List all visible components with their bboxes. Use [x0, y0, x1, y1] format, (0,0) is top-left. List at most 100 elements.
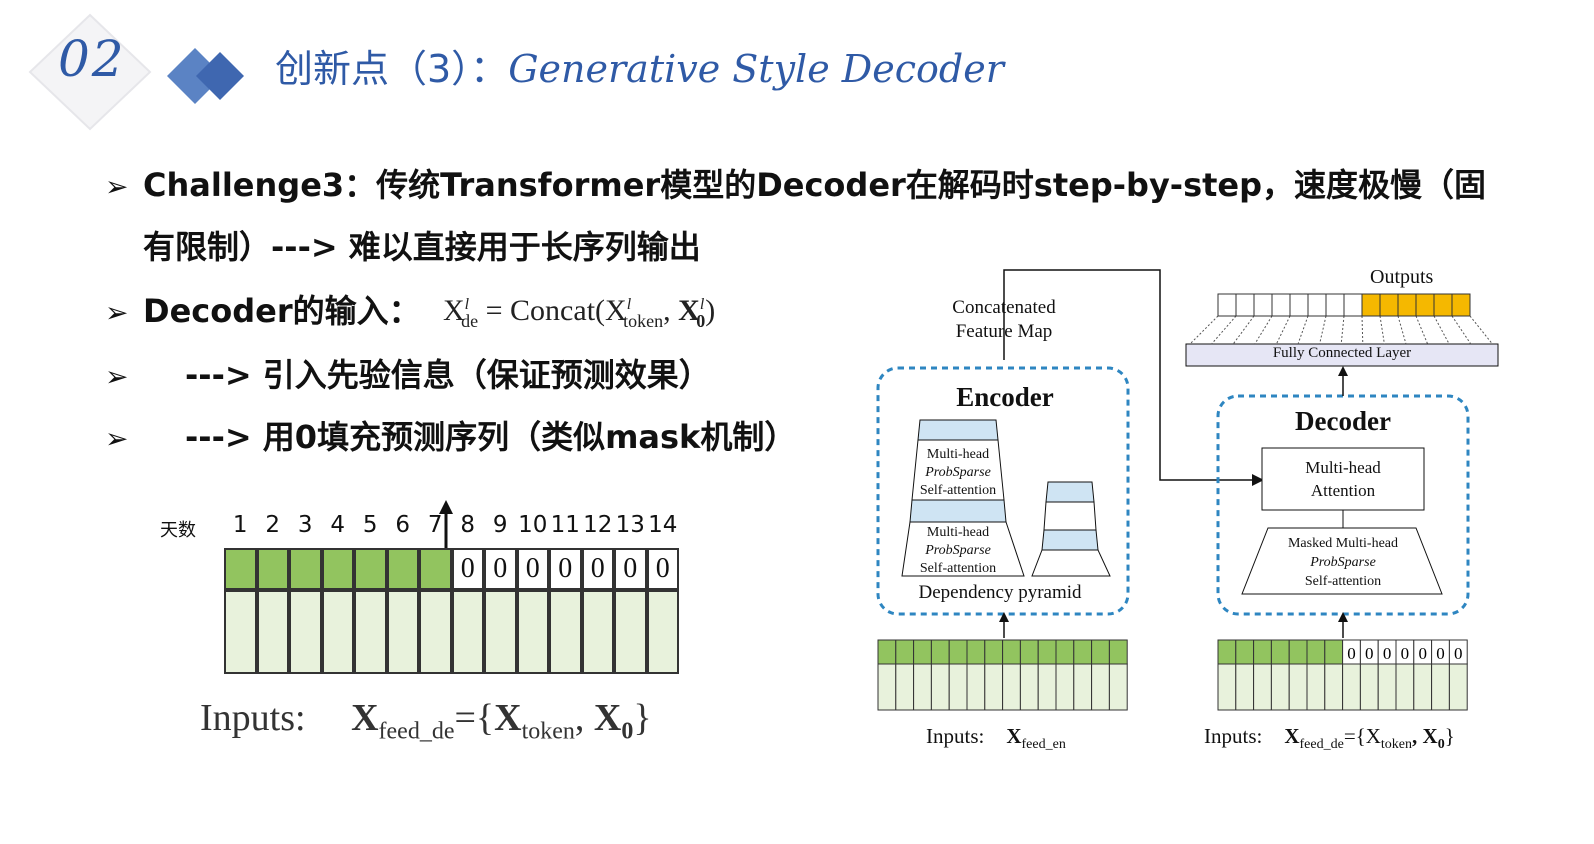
enc-input-top-cell: [877, 639, 897, 665]
section-number: 02: [58, 30, 126, 88]
day-label: 4: [330, 512, 346, 538]
bullet-challenge: ➢Challenge3：传统Transformer模型的Decoder在解码时s…: [105, 160, 1486, 206]
fc-connection-line: [1297, 315, 1309, 345]
dec-input-body-cell: [1235, 663, 1255, 711]
dec-input-top-cell: [1235, 639, 1255, 665]
dec-zero-value: 0: [1401, 644, 1410, 663]
enc-input-body-cell: [1073, 663, 1093, 711]
output-cell: [1433, 293, 1453, 317]
dec-input-top-cell: [1270, 639, 1290, 665]
enc-input-body-cell: [948, 663, 968, 711]
fc-connection-line: [1319, 315, 1327, 345]
fc-connection-line: [1469, 315, 1493, 345]
enc-input-body-cell: [1037, 663, 1057, 711]
arrow-bullet-icon: ➢: [105, 422, 129, 455]
dec-input-body-cell: [1342, 663, 1361, 711]
enc-input-body-cell: [1055, 663, 1075, 711]
bullet-decoder-input-text: Decoder的输入：: [143, 292, 421, 330]
zero-value: 0: [558, 553, 573, 584]
fc-layer-label: Fully Connected Layer: [1272, 345, 1412, 361]
timeline-top-cell: [354, 548, 387, 590]
dec-input-body-cell: [1306, 663, 1326, 711]
dec-zero-value: 0: [1436, 644, 1445, 663]
day-label: 14: [648, 512, 678, 538]
output-cell: [1253, 293, 1273, 317]
zero-value: 0: [590, 553, 605, 584]
feature-map-connector: [1003, 269, 1254, 481]
enc-input-body-cell: [1002, 663, 1021, 711]
fc-connection-line: [1254, 315, 1273, 345]
enc-input-top-cell: [895, 639, 915, 665]
enc-input-body-cell: [877, 663, 897, 711]
title-cn: 创新点（3）：: [275, 47, 509, 91]
day-label: 6: [395, 512, 411, 538]
fc-connection-line: [1451, 315, 1472, 345]
dec-input-top-cell: [1306, 639, 1326, 665]
timeline-body-cell: [614, 590, 647, 674]
fc-connection-line: [1275, 315, 1291, 345]
dec-zero-value: 0: [1418, 644, 1427, 663]
enc-input-body-cell: [1108, 663, 1128, 711]
enc-input-top-cell: [1108, 639, 1128, 665]
bullet-decoder-input: ➢Decoder的输入：: [105, 286, 421, 332]
fc-connection-line: [1211, 315, 1237, 345]
dec-input-body-cell: [1448, 663, 1468, 711]
timeline-top-cell: 0: [614, 548, 647, 590]
timeline-body-cell: [581, 590, 614, 674]
dec-input-body-cell: [1359, 663, 1379, 711]
fc-connection-line: [1415, 315, 1429, 345]
enc-input-body-cell: [966, 663, 986, 711]
dec-zero-value: 0: [1454, 644, 1463, 663]
boundary-arrow-icon: [439, 500, 453, 548]
timeline-body-cell: [386, 590, 419, 674]
fully-connected-layer: [1185, 343, 1499, 367]
fc-connection-line: [1232, 315, 1255, 345]
day-label: 1: [232, 512, 248, 538]
timeline-top-cell: [256, 548, 289, 590]
enc-input-top-cell: [948, 639, 968, 665]
dec-input-top-cell: [1253, 639, 1272, 665]
day-label: 13: [615, 512, 645, 538]
timeline-top-cell: [289, 548, 322, 590]
bullet-zero-fill: ➢ ---> 用0填充预测序列（类似mask机制）: [105, 412, 796, 458]
timeline-body-cell: [256, 590, 289, 674]
output-cell: [1235, 293, 1255, 317]
dependency-pyramid-label: Dependency pyramid: [918, 582, 1082, 603]
output-cell: [1379, 293, 1399, 317]
fc-dotted-lines: [1189, 315, 1493, 345]
dec-input-body-cell: [1395, 663, 1415, 711]
timeline-top-cell: 0: [451, 548, 484, 590]
bullet-zero-fill-text: ---> 用0填充预测序列（类似mask机制）: [185, 418, 797, 456]
output-cell: [1343, 293, 1363, 317]
dec-input-body-cell: [1413, 663, 1433, 711]
enc-input-top-cell: [1002, 639, 1021, 665]
timeline-body-cell: [321, 590, 354, 674]
output-cell: [1217, 293, 1237, 317]
output-cell: [1307, 293, 1327, 317]
timeline-top-cell: 0: [549, 548, 582, 590]
day-label: 10: [518, 512, 548, 538]
decoder-inputs-label: Inputs:Xfeed_de={Xtoken, X0}: [1204, 724, 1455, 753]
day-label: 2: [265, 512, 281, 538]
dec-input-body-cell: [1288, 663, 1308, 711]
enc-input-body-cell: [984, 663, 1004, 711]
enc-input-top-cell: [1019, 639, 1039, 665]
enc-input-body-cell: [913, 663, 932, 711]
encoder-inputs-label: Inputs:Xfeed_en: [926, 724, 1066, 753]
fc-connection-line: [1379, 315, 1385, 345]
bullet-prior-info: ➢---> 引入先验信息（保证预测效果）: [105, 350, 711, 396]
encoder-label: Encoder: [956, 382, 1054, 412]
timeline-body-cell: [419, 590, 452, 674]
multi-head-attention-block: [1261, 447, 1425, 511]
timeline-body-cell: [516, 590, 549, 674]
timeline-top-cell: 0: [581, 548, 614, 590]
dec-input-body-cell: [1324, 663, 1344, 711]
dec-zero-value: 0: [1347, 644, 1356, 663]
output-cell: [1271, 293, 1291, 317]
timeline-body-cell: [354, 590, 387, 674]
